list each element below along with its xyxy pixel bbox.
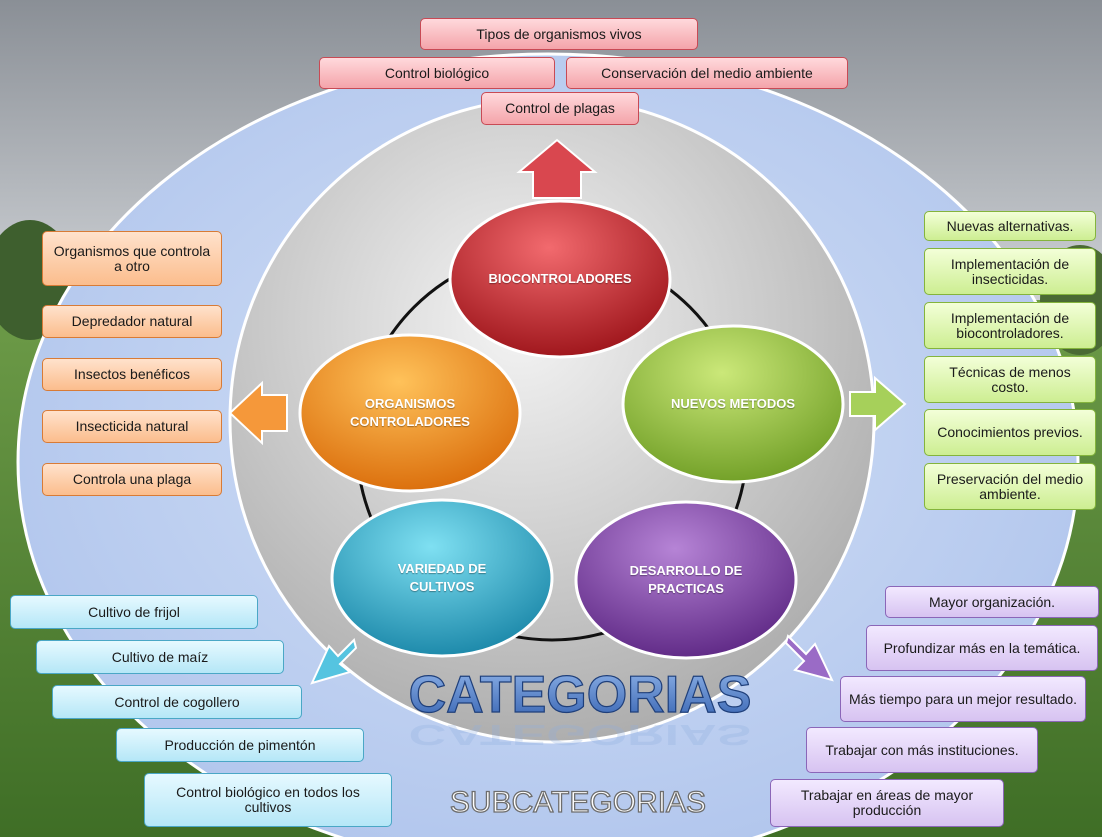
nuevos-item: Técnicas de menos costo. <box>924 356 1096 403</box>
biocontroladores-node <box>448 199 672 359</box>
nuevos-item: Implementación de insecticidas. <box>924 248 1096 295</box>
categories-title: CATEGORIAS <box>409 666 752 724</box>
biocontroladores-item: Control de plagas <box>481 92 639 125</box>
categories-title-reflection: CATEGORIAS <box>409 719 752 751</box>
organismos-node <box>298 333 522 493</box>
arrow-down-left-icon <box>310 638 358 685</box>
organismos-label: ORGANISMOS CONTROLADORES <box>350 396 470 429</box>
variedad-item: Control de cogollero <box>52 685 302 719</box>
desarrollo-item: Más tiempo para un mejor resultado. <box>840 676 1086 722</box>
variedad-item: Control biológico en todos los cultivos <box>144 773 392 827</box>
variedad-label: VARIEDAD DE CULTIVOS <box>397 561 487 594</box>
biocontroladores-item: Tipos de organismos vivos <box>420 18 698 50</box>
desarrollo-item: Trabajar con más instituciones. <box>806 727 1038 773</box>
biocontroladores-item: Control biológico <box>319 57 555 89</box>
desarrollo-node <box>574 500 798 660</box>
desarrollo-label: DESARROLLO DE PRACTICAS <box>629 563 743 596</box>
organismos-item: Depredador natural <box>42 305 222 338</box>
nuevos-label: NUEVOS METODOS <box>670 396 795 411</box>
nuevos-item: Implementación de biocontroladores. <box>924 302 1096 349</box>
desarrollo-item: Mayor organización. <box>885 586 1099 618</box>
organismos-item: Controla una plaga <box>42 463 222 496</box>
organismos-item: Insecticida natural <box>42 410 222 443</box>
organismos-item: Insectos benéficos <box>42 358 222 391</box>
nuevos-node <box>621 324 845 484</box>
nuevos-item: Nuevas alternativas. <box>924 211 1096 241</box>
biocontroladores-label: BIOCONTROLADORES <box>488 271 632 286</box>
nuevos-item: Conocimientos previos. <box>924 409 1096 456</box>
variedad-item: Cultivo de maíz <box>36 640 284 674</box>
desarrollo-item: Trabajar en áreas de mayor producción <box>770 779 1004 827</box>
desarrollo-item: Profundizar más en la temática. <box>866 625 1098 671</box>
arrow-down-right-icon <box>784 634 834 682</box>
arrow-left-icon <box>228 380 288 446</box>
arrow-right-icon <box>849 375 907 433</box>
organismos-item: Organismos que controla a otro <box>42 231 222 286</box>
variedad-item: Producción de pimentón <box>116 728 364 762</box>
subcategories-title: SUBCATEGORIAS <box>450 786 706 819</box>
nuevos-item: Preservación del medio ambiente. <box>924 463 1096 510</box>
arrow-up-icon <box>516 138 598 199</box>
variedad-item: Cultivo de frijol <box>10 595 258 629</box>
biocontroladores-item: Conservación del medio ambiente <box>566 57 848 89</box>
variedad-node <box>330 498 554 658</box>
